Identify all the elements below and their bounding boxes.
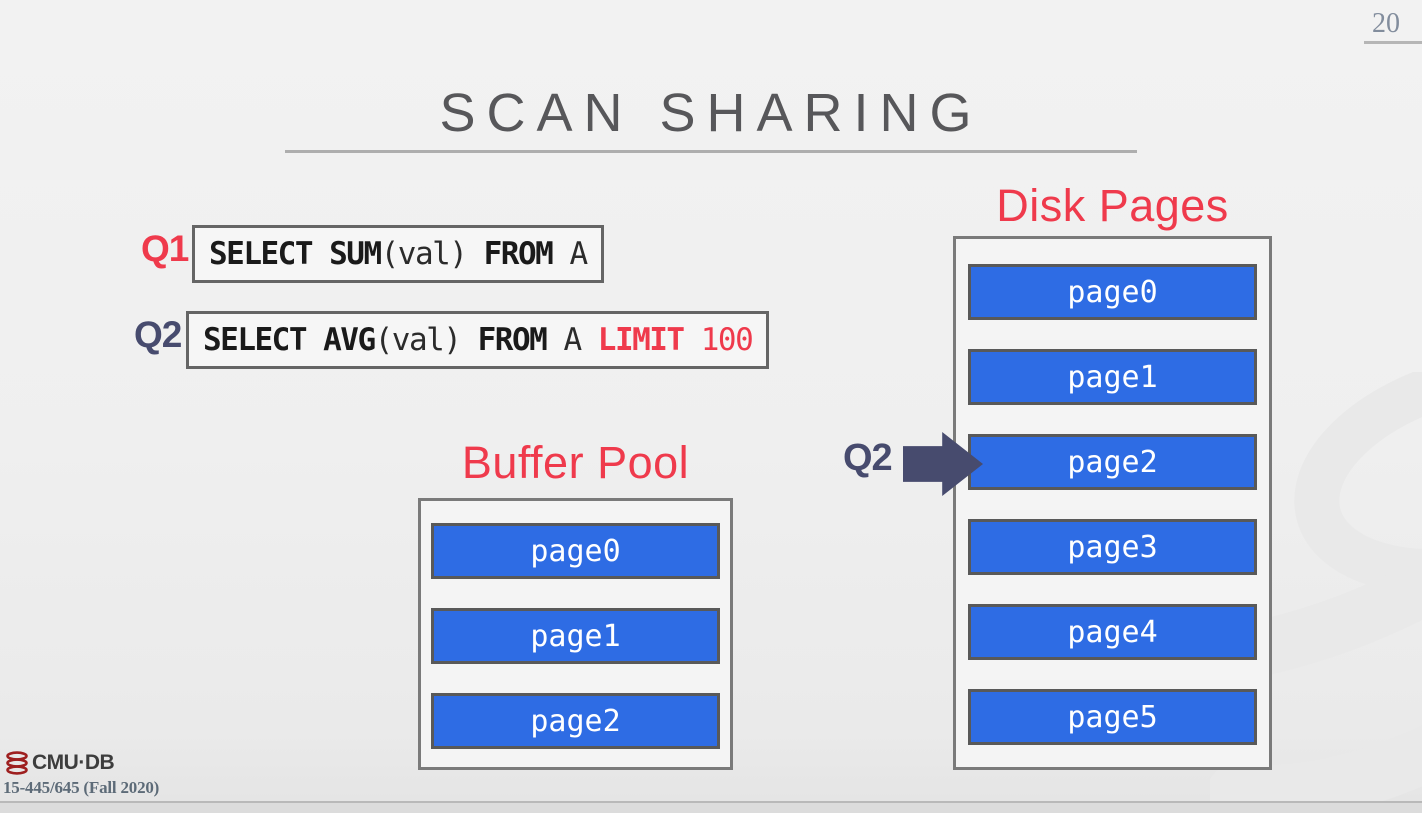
sql-token: SELECT SUM (209, 236, 382, 272)
buffer-pool-container: page0 page1 page2 (418, 498, 733, 770)
title-underline (285, 150, 1137, 153)
page-number: 20 (1372, 8, 1400, 39)
buffer-page-box: page0 (431, 523, 720, 579)
sql-token: A (563, 322, 598, 358)
sql-token: FROM (460, 322, 564, 358)
disk-page-box: page3 (968, 519, 1257, 575)
sql-token: A (569, 236, 588, 272)
sql-box-q1: SELECT SUM (val) FROM A (192, 225, 604, 283)
query-label-q1: Q1 (141, 228, 189, 269)
disk-page-box: page2 (968, 434, 1257, 490)
brand-text: CMU·DB (32, 751, 115, 774)
disk-page-box: page0 (968, 264, 1257, 320)
query-label-q2: Q2 (134, 314, 182, 355)
disk-page-box: page1 (968, 349, 1257, 405)
sql-token: SELECT AVG (203, 322, 376, 358)
sql-token: (val) (380, 236, 468, 272)
sql-box-q2: SELECT AVG (val) FROM A LIMIT 100 (186, 311, 770, 369)
buffer-pool-title: Buffer Pool (461, 437, 690, 488)
slide-bottom-bar (0, 801, 1422, 813)
page-number-underline (1364, 41, 1422, 44)
database-logo-icon (6, 751, 28, 775)
scan-pointer-label-q2: Q2 (843, 437, 893, 479)
course-label: 15-445/645 (Fall 2020) (3, 778, 160, 797)
disk-pages-title: Disk Pages (996, 180, 1229, 231)
slide-title: SCAN SHARING (439, 83, 983, 143)
sql-token: LIMIT (597, 322, 685, 358)
cmu-db-logo: CMU·DB (6, 751, 115, 775)
sql-token: FROM (466, 236, 570, 272)
buffer-page-box: page1 (431, 608, 720, 664)
sql-token: 100 (683, 322, 754, 358)
disk-pages-container: page0 page1 page2 page3 page4 page5 (953, 236, 1272, 770)
disk-page-box: page4 (968, 604, 1257, 660)
buffer-page-box: page2 (431, 693, 720, 749)
sql-token: (val) (374, 322, 462, 358)
disk-page-box: page5 (968, 689, 1257, 745)
